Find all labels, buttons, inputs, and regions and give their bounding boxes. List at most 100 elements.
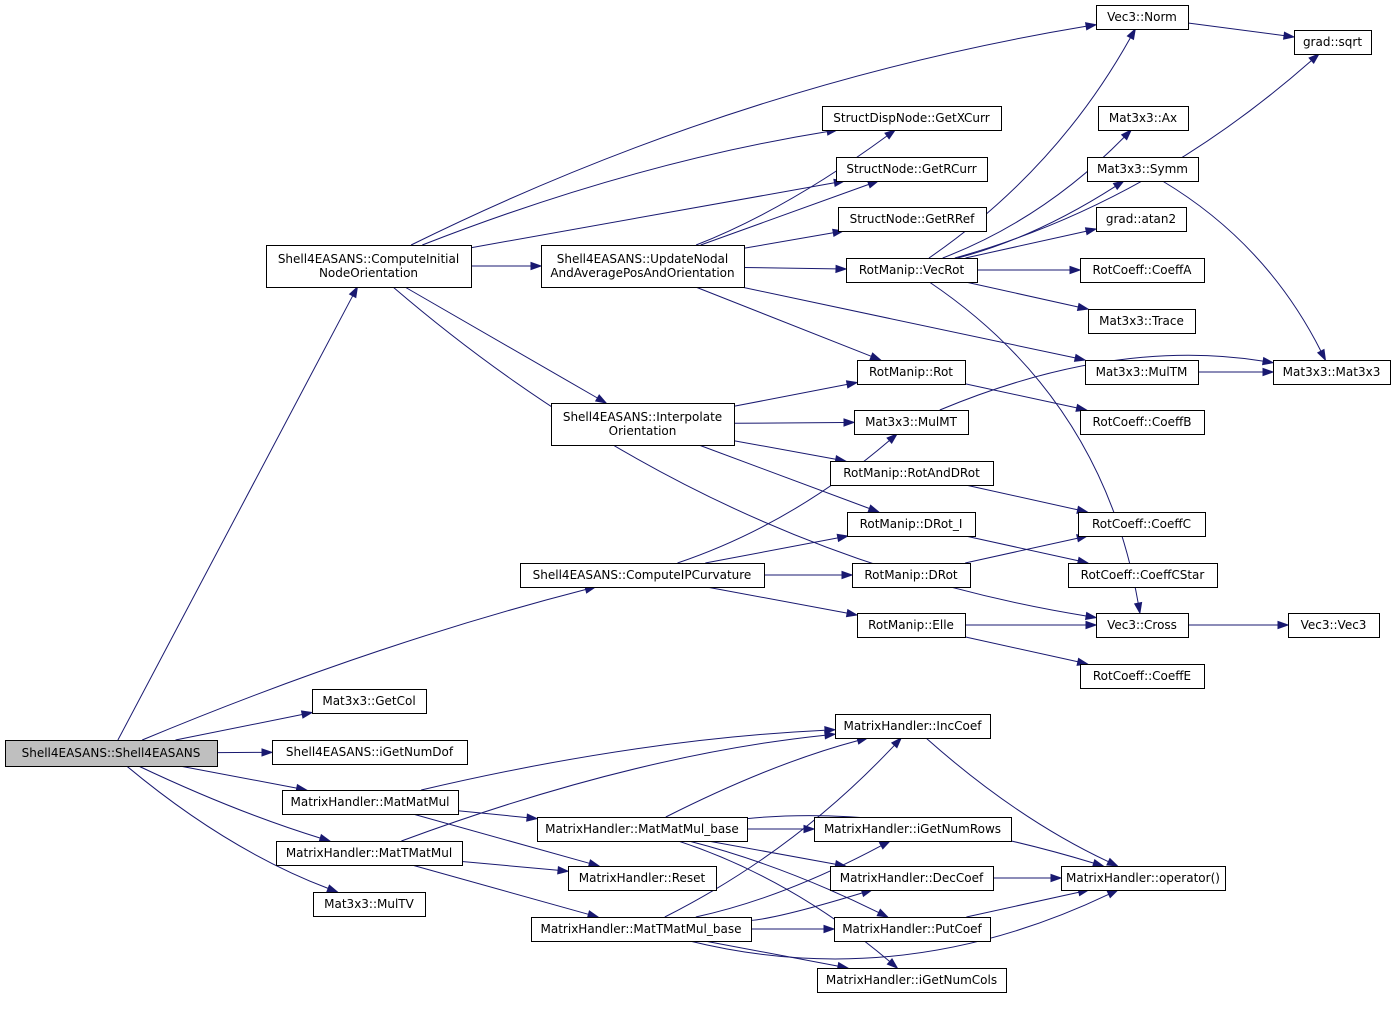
- node-dRotI[interactable]: RotManip::DRot_I: [847, 512, 976, 537]
- edge-line: [421, 729, 826, 791]
- node-mulTV[interactable]: Mat3x3::MulTV: [313, 892, 426, 917]
- edge-line: [461, 861, 559, 871]
- node-reset[interactable]: MatrixHandler::Reset: [568, 866, 717, 891]
- edge-updNodal-to-mat3MulTM: [741, 286, 1087, 362]
- node-label: MatrixHandler::IncCoef: [844, 719, 983, 733]
- edge-root-to-mulTV: [126, 765, 339, 893]
- node-compInit[interactable]: Shell4EASANS::ComputeInitialNodeOrientat…: [266, 245, 472, 288]
- edge-compIP-to-dRot: [764, 570, 854, 580]
- node-rotAndDRot[interactable]: RotManip::RotAndDRot: [830, 461, 994, 486]
- edge-line: [700, 183, 869, 246]
- node-decCoef[interactable]: MatrixHandler::DecCoef: [830, 866, 994, 891]
- edge-arrowhead: [1316, 348, 1327, 362]
- edge-line: [689, 893, 1109, 960]
- edge-line: [964, 383, 1077, 409]
- node-box: [852, 563, 971, 588]
- edge-line: [422, 131, 828, 246]
- node-coeffC[interactable]: RotCoeff::CoeffC: [1078, 512, 1206, 537]
- node-vec3Cross[interactable]: Vec3::Cross: [1096, 613, 1189, 638]
- node-matTMatMulBase[interactable]: MatrixHandler::MatTMatMul_base: [531, 917, 752, 942]
- node-label: MatrixHandler::iGetNumCols: [826, 973, 997, 987]
- node-vec3Norm[interactable]: Vec3::Norm: [1096, 5, 1189, 30]
- node-box: [541, 245, 745, 288]
- edge-compIP-to-dRotI: [705, 533, 850, 564]
- edge-line: [695, 135, 888, 246]
- nodes-layer: Shell4EASANS::Shell4EASANS Shell4EASANS::…: [5, 5, 1391, 993]
- edge-compInit-to-updNodal: [471, 261, 543, 271]
- node-elle[interactable]: RotManip::Elle: [857, 613, 966, 638]
- node-compIP[interactable]: Shell4EASANS::ComputeIPCurvature: [520, 563, 765, 588]
- edge-arrowhead: [878, 840, 892, 850]
- edge-elle-to-coeffE: [964, 636, 1090, 666]
- edge-arrowhead: [1283, 31, 1296, 40]
- edge-arrowhead: [823, 924, 836, 934]
- edge-arrowhead: [586, 910, 600, 919]
- node-iGetNumCols[interactable]: MatrixHandler::iGetNumCols: [817, 968, 1007, 993]
- node-box: [1087, 157, 1199, 182]
- node-label: Shell4EASANS::Interpolate: [563, 410, 722, 424]
- edge-arrowhead: [1050, 873, 1063, 883]
- edge-root-to-compIP: [142, 585, 597, 741]
- node-box: [1061, 866, 1226, 891]
- edge-line: [957, 185, 1116, 259]
- edge-line: [743, 267, 837, 270]
- node-vecRot[interactable]: RotManip::VecRot: [846, 258, 978, 283]
- node-label: MatrixHandler::iGetNumRows: [824, 822, 1001, 836]
- node-getXCurr[interactable]: StructDispNode::GetXCurr: [822, 106, 1002, 131]
- node-mat3Trace[interactable]: Mat3x3::Trace: [1088, 309, 1196, 334]
- node-updNodal[interactable]: Shell4EASANS::UpdateNodalAndAveragePosAn…: [541, 245, 745, 288]
- node-box: [838, 207, 987, 232]
- node-coeffE[interactable]: RotCoeff::CoeffE: [1080, 664, 1205, 689]
- node-label: Mat3x3::MulTV: [324, 897, 414, 911]
- node-vec3Vec3[interactable]: Vec3::Vec3: [1288, 613, 1380, 638]
- edge-elle-to-vec3Cross: [965, 620, 1098, 630]
- edge-updNodal-to-vecRot: [743, 264, 848, 274]
- node-coeffB[interactable]: RotCoeff::CoeffB: [1080, 410, 1205, 435]
- edge-line: [695, 845, 882, 918]
- edge-arrowhead: [841, 570, 854, 580]
- node-mat3Ax[interactable]: Mat3x3::Ax: [1098, 106, 1189, 131]
- edge-arrowhead: [1085, 620, 1098, 630]
- node-mulMT[interactable]: Mat3x3::MulMT: [854, 410, 969, 435]
- node-box: [846, 258, 978, 283]
- edge-line: [142, 589, 586, 741]
- node-box: [282, 790, 459, 815]
- node-matTMatMul[interactable]: MatrixHandler::MatTMatMul: [276, 841, 463, 866]
- edge-interp-to-dRotI: [698, 444, 881, 513]
- node-putCoef[interactable]: MatrixHandler::PutCoef: [834, 917, 991, 942]
- node-matMatMul[interactable]: MatrixHandler::MatMatMul: [282, 790, 459, 815]
- node-mat3Symm[interactable]: Mat3x3::Symm: [1087, 157, 1199, 182]
- node-iGetNumDof[interactable]: Shell4EASANS::iGetNumDof: [272, 740, 468, 765]
- node-iGetNumRows[interactable]: MatrixHandler::iGetNumRows: [814, 817, 1012, 842]
- node-coeffCStar[interactable]: RotCoeff::CoeffCStar: [1068, 563, 1218, 588]
- node-getRCurr[interactable]: StructNode::GetRCurr: [836, 157, 988, 182]
- node-mat3MulTM[interactable]: Mat3x3::MulTM: [1085, 360, 1199, 385]
- edge-line: [965, 484, 1078, 511]
- node-label: Vec3::Vec3: [1301, 618, 1367, 632]
- edge-line: [412, 813, 590, 864]
- edge-arrowhead: [1126, 27, 1137, 41]
- node-label: RotManip::Elle: [868, 618, 954, 632]
- node-label: StructDispNode::GetXCurr: [833, 111, 989, 125]
- edge-line: [1187, 22, 1285, 37]
- node-incCoef[interactable]: MatrixHandler::IncCoef: [835, 714, 991, 739]
- node-label: Vec3::Norm: [1107, 10, 1177, 24]
- node-mat3Mat3[interactable]: Mat3x3::Mat3x3: [1273, 360, 1391, 385]
- edge-line: [401, 734, 826, 842]
- node-box: [266, 245, 472, 288]
- edge-incCoef-to-operatorParen: [925, 737, 1119, 867]
- node-label: RotCoeff::CoeffCStar: [1081, 568, 1205, 582]
- node-gradSqrt[interactable]: grad::sqrt: [1294, 30, 1372, 55]
- node-matMatMulBase[interactable]: MatrixHandler::MatMatMul_base: [537, 817, 748, 842]
- node-getCol[interactable]: Mat3x3::GetCol: [312, 689, 427, 714]
- node-operatorParen[interactable]: MatrixHandler::operator(): [1061, 866, 1226, 891]
- edge-arrowhead: [843, 418, 856, 427]
- node-gradAtan2[interactable]: grad::atan2: [1096, 207, 1187, 232]
- node-rot[interactable]: RotManip::Rot: [857, 360, 966, 385]
- node-root[interactable]: Shell4EASANS::Shell4EASANS: [5, 740, 218, 767]
- node-coeffA[interactable]: RotCoeff::CoeffA: [1080, 258, 1205, 283]
- node-getRRef[interactable]: StructNode::GetRRef: [838, 207, 987, 232]
- node-dRot[interactable]: RotManip::DRot: [852, 563, 971, 588]
